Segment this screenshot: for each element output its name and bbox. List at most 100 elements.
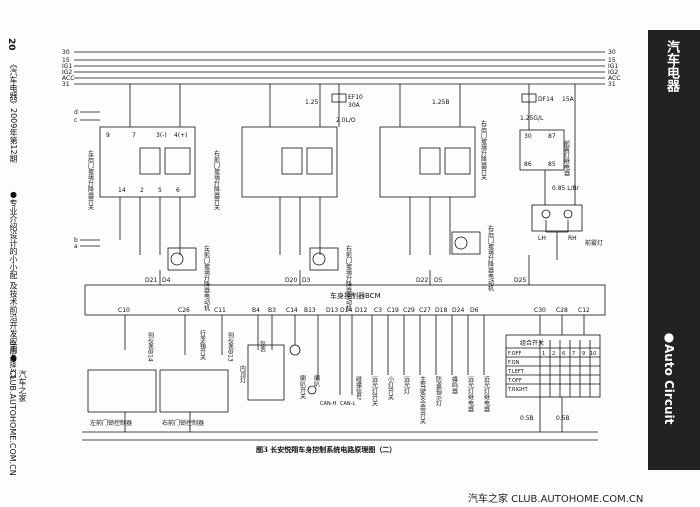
bus-label-r-1: 15 (608, 57, 616, 64)
conn-c27: C27 (419, 307, 431, 314)
conn-d18: D18 (435, 307, 447, 314)
relay-pin-87: 87 (548, 133, 556, 140)
conn-c12: C12 (578, 307, 590, 314)
combo-row-2: T.LEFT (507, 369, 525, 375)
fog-rh: RH (568, 235, 577, 242)
combo-col-6: 6 (562, 351, 565, 357)
high-beam-switch: 远光灯开关 (371, 375, 378, 407)
pin-6: 6 (176, 187, 180, 194)
conn-d12: D12 (355, 307, 367, 314)
page-number: 20 (6, 38, 16, 51)
wire-label-4: 0.85 L/Br (552, 185, 580, 192)
to-meter-b13: 到仪表B13 (227, 332, 234, 362)
high-beam: 远光灯 (403, 375, 410, 395)
bus-label-r-5: 31 (608, 81, 616, 88)
conn-d20: D20 (285, 277, 297, 284)
conn-c14: C14 (286, 307, 298, 314)
conn-d22: D22 (416, 277, 428, 284)
figure-caption: 图3 长安悦翔车身控制系统电路原理图（二） (256, 445, 397, 454)
pin-4: 4(+) (174, 132, 188, 139)
driver-seatbelt: 主驾驶安全带开关 (419, 375, 426, 425)
combo-col-9: 9 (582, 351, 585, 357)
to-meter-b14: 到仪表B14 (147, 332, 154, 362)
can-h: CAN-H (320, 401, 336, 407)
bus-label-l-4: ACC (62, 75, 74, 82)
collision-signal: 碰撞信号 (355, 375, 362, 401)
switch-1-name: 左后门玻璃升降器开关 (87, 149, 94, 211)
pin-14: 14 (118, 187, 126, 194)
left-door-lock: 左前门锁控制器 (90, 419, 132, 427)
wire-label-6: 0.5B (556, 415, 570, 422)
small-light-switch: 小灯开关 (387, 375, 394, 401)
fuse-ef10-name: EF10 (348, 94, 363, 101)
side-bus-b: b (74, 237, 78, 244)
pin-3: 3(-) (156, 132, 167, 139)
bus-label-r-2: IG1 (608, 63, 618, 70)
bus-label-l-3: IG2 (62, 69, 72, 76)
motor-2-name: 右前门玻璃升降器电动机 (345, 244, 352, 312)
side-bus-c: c (74, 117, 77, 124)
conn-d13: D13 (326, 307, 338, 314)
bus-label-l-5: 31 (62, 81, 70, 88)
left-footer: 汽车之家 CLUB.AUTOHOME.COM.CN (8, 370, 27, 476)
wire-label-0: 1.25 (305, 99, 319, 106)
conn-c29: C29 (403, 307, 415, 314)
conn-d24: D24 (452, 307, 464, 314)
pin-9: 9 (106, 132, 110, 139)
conn-c28: C28 (556, 307, 568, 314)
side-section-tab: 汽车电器 ●Auto Circuit (648, 30, 700, 470)
combo-row-0: F.OFF (508, 351, 521, 357)
side-bus-a: a (74, 243, 78, 250)
bus-label-l-1: 15 (62, 57, 70, 64)
pin-5: 5 (158, 187, 162, 194)
fuse-df14-name: DF14 (538, 96, 554, 103)
combo-col-10: 10 (590, 351, 596, 357)
fuse-df14-rating: 15A (562, 96, 575, 103)
conn-d5: D5 (434, 277, 443, 284)
bus-label-l-2: IG1 (62, 63, 72, 70)
page-slogan: ●专业介绍设计的小小配 及技术前沿开发应用● (9, 190, 18, 363)
wire-label-2: 2.0L/O (336, 117, 356, 124)
tab-top-label: 汽车电器 (664, 40, 679, 92)
low-beam-relay: 近光灯继电器 (483, 375, 490, 413)
conn-c3: C3 (374, 307, 382, 314)
watermark: 汽车之家 CLUB.AUTOHOME.COM.CN (468, 494, 644, 505)
pin-7: 7 (132, 132, 136, 139)
combo-col-1: 1 (542, 351, 545, 357)
high-beam-relay: 远光灯继电器 (467, 375, 474, 413)
can-l: CAN-L (340, 401, 355, 407)
conn-d14: D14 (340, 307, 352, 314)
left-mid-note: 今后选择3.5 (9, 340, 17, 380)
switch-2-name: 右前门玻璃升降器开关 (213, 149, 220, 211)
right-door-lock: 右前门锁控制器 (162, 419, 204, 427)
magazine-title: 《汽车电器》2009年第12期 (9, 60, 18, 163)
instrument: 仪表 (259, 340, 266, 353)
relay-pin-30: 30 (524, 133, 532, 140)
bus-label-r-0: 30 (608, 49, 616, 56)
conn-d25: D25 (514, 277, 526, 284)
conn-d6: D6 (470, 307, 479, 314)
switch-3-name: 右后门玻璃升降器开关 (480, 119, 487, 181)
conn-c19: C19 (387, 307, 399, 314)
bus-label-l-0: 30 (62, 49, 70, 56)
combo-row-1: F.ON (508, 360, 520, 366)
combo-table-title: 组合开关 (520, 339, 544, 347)
conn-b3: B3 (268, 307, 276, 314)
combo-row-3: T.OFF (507, 378, 522, 384)
fuse-ef10-rating: 30A (348, 102, 361, 109)
conn-c26: C26 (178, 307, 190, 314)
relay-name: 前雾灯继电器 (563, 139, 570, 177)
horn-switch: 喇叭开关 (299, 374, 306, 400)
wire-label-1: 1.25B (432, 99, 449, 106)
tab-bottom-label: ●Auto Circuit (662, 330, 676, 425)
trunk-switch: 行李箱开关 (199, 329, 206, 361)
conn-c30: C30 (534, 307, 546, 314)
conn-c11: C11 (214, 307, 226, 314)
wire-label-5: 0.5B (520, 415, 534, 422)
conn-b13: B13 (304, 307, 316, 314)
buzzer: 蜂鸣器 (451, 375, 458, 395)
pin-2: 2 (140, 187, 144, 194)
conn-d4: D4 (162, 277, 171, 284)
